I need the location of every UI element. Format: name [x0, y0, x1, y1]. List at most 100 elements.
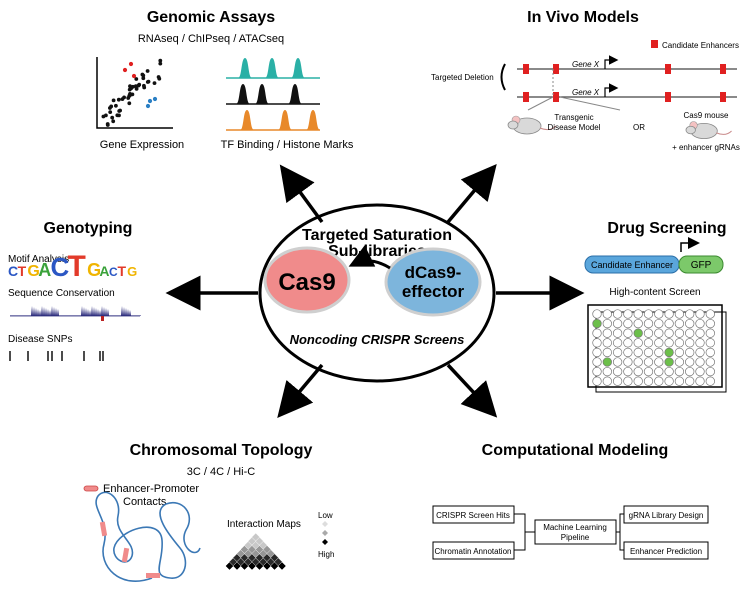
plate-well [623, 328, 633, 338]
sequence-conservation-label: Sequence Conservation [8, 288, 115, 299]
scatter-point [120, 97, 125, 101]
plate-well [592, 309, 602, 319]
expression-scatter [101, 58, 163, 127]
scatter-point [147, 98, 153, 104]
plate-well [654, 328, 664, 338]
grna-design-text: gRNA Library Design [629, 511, 704, 520]
plate-well [685, 376, 695, 386]
snp-ticks [9, 351, 104, 361]
plate-well [633, 309, 643, 319]
plate-wells [592, 309, 715, 386]
scatter-point [111, 119, 116, 124]
scatter-point [145, 69, 150, 73]
topology-title: Chromosomal Topology [130, 442, 313, 459]
genomic-assays-subtitle: RNAseq / ChIPseq / ATACseq [138, 33, 284, 45]
gene-expression-label: Gene Expression [100, 139, 184, 151]
enhancer-grnas-label: + enhancer gRNAs [672, 143, 740, 152]
mouse-icon [685, 121, 732, 140]
drug-screening-title: Drug Screening [607, 220, 726, 237]
tss-arrow [604, 83, 619, 97]
binding-peak [236, 84, 250, 104]
dcas9-to-cas9-arrow [348, 245, 391, 270]
plate-well [654, 347, 664, 358]
conservation-track [10, 306, 141, 321]
legend-enhancer-label: Candidate Enhancers [662, 41, 739, 50]
plate-well [664, 318, 674, 329]
enhancer-mark [553, 92, 559, 102]
plate-well [602, 338, 612, 348]
radiating-arrows [165, 163, 585, 419]
plate-well [705, 328, 715, 338]
enhancer-mark [720, 64, 726, 74]
scatter-point [142, 85, 147, 90]
plate-well [674, 376, 685, 386]
contact-mark [99, 521, 108, 537]
plate-well [705, 366, 715, 377]
enhancer-mark [553, 64, 559, 74]
plate-well [643, 357, 654, 367]
hic-triangle [225, 532, 287, 571]
tf-binding-label: TF Binding / Histone Marks [221, 139, 354, 151]
plate-well [633, 328, 643, 338]
targeted-deletion-label: Targeted Deletion [431, 73, 494, 82]
plate-well [685, 366, 695, 377]
plate-well [674, 347, 685, 358]
plate-well [602, 318, 612, 329]
plate-well [592, 328, 602, 338]
topology-subtitle: 3C / 4C / Hi-C [187, 466, 256, 478]
scatter-point [116, 97, 121, 102]
genomic-loci [517, 55, 737, 102]
plate-well [623, 309, 633, 319]
zoom-line-left [527, 96, 554, 111]
scatter-point [127, 101, 132, 106]
plate-well [695, 318, 705, 329]
enhancer-mark [523, 64, 529, 74]
ml-pipeline-text-1: Machine Learning [543, 523, 607, 532]
scatter-point [145, 103, 151, 109]
interaction-maps-label: Interaction Maps [227, 519, 301, 530]
plate-well [695, 357, 705, 367]
hic-cell [277, 561, 287, 571]
screen-hits-text: CRISPR Screen Hits [436, 511, 510, 520]
binding-peak [291, 58, 305, 78]
plate-well [643, 318, 654, 329]
scatter-point [109, 104, 114, 109]
plate-well [592, 357, 602, 367]
plate-well [602, 309, 612, 319]
plate-well [643, 347, 654, 358]
cas9-bubble [263, 246, 351, 314]
binding-peak [306, 110, 320, 130]
center-caption: Noncoding CRISPR Screens [290, 332, 465, 347]
legend-diamond [322, 530, 328, 536]
binding-peak [255, 84, 269, 104]
plate-well [623, 338, 633, 348]
motif-letter: G [27, 263, 39, 280]
plate-well [695, 347, 705, 358]
cas9-mouse-label: Cas9 mouse [684, 111, 729, 120]
plate-well [633, 338, 643, 348]
pipeline-connectors [514, 513, 624, 551]
motif-letter: C [109, 265, 118, 279]
plate-well [685, 318, 695, 329]
topology-panel: Chromosomal Topology 3C / 4C / Hi-C Enha… [83, 442, 334, 582]
plate-well [602, 357, 612, 367]
genotyping-title: Genotyping [44, 220, 133, 237]
plate-well [685, 357, 695, 367]
plate-well [685, 328, 695, 338]
scatter-point [141, 76, 146, 81]
plate-well [674, 309, 685, 319]
binding-peak [238, 58, 252, 78]
conservation-bars [10, 306, 141, 316]
hic-legend [322, 521, 328, 545]
plate-well [623, 366, 633, 377]
legend-diamond [322, 539, 328, 545]
scatter-point [128, 84, 132, 89]
plate-well [612, 318, 623, 329]
plate-well [664, 338, 674, 348]
plate-well [623, 318, 633, 329]
scatter-point [101, 114, 106, 119]
chromatin-loop [95, 491, 201, 582]
plate-well [592, 318, 602, 329]
